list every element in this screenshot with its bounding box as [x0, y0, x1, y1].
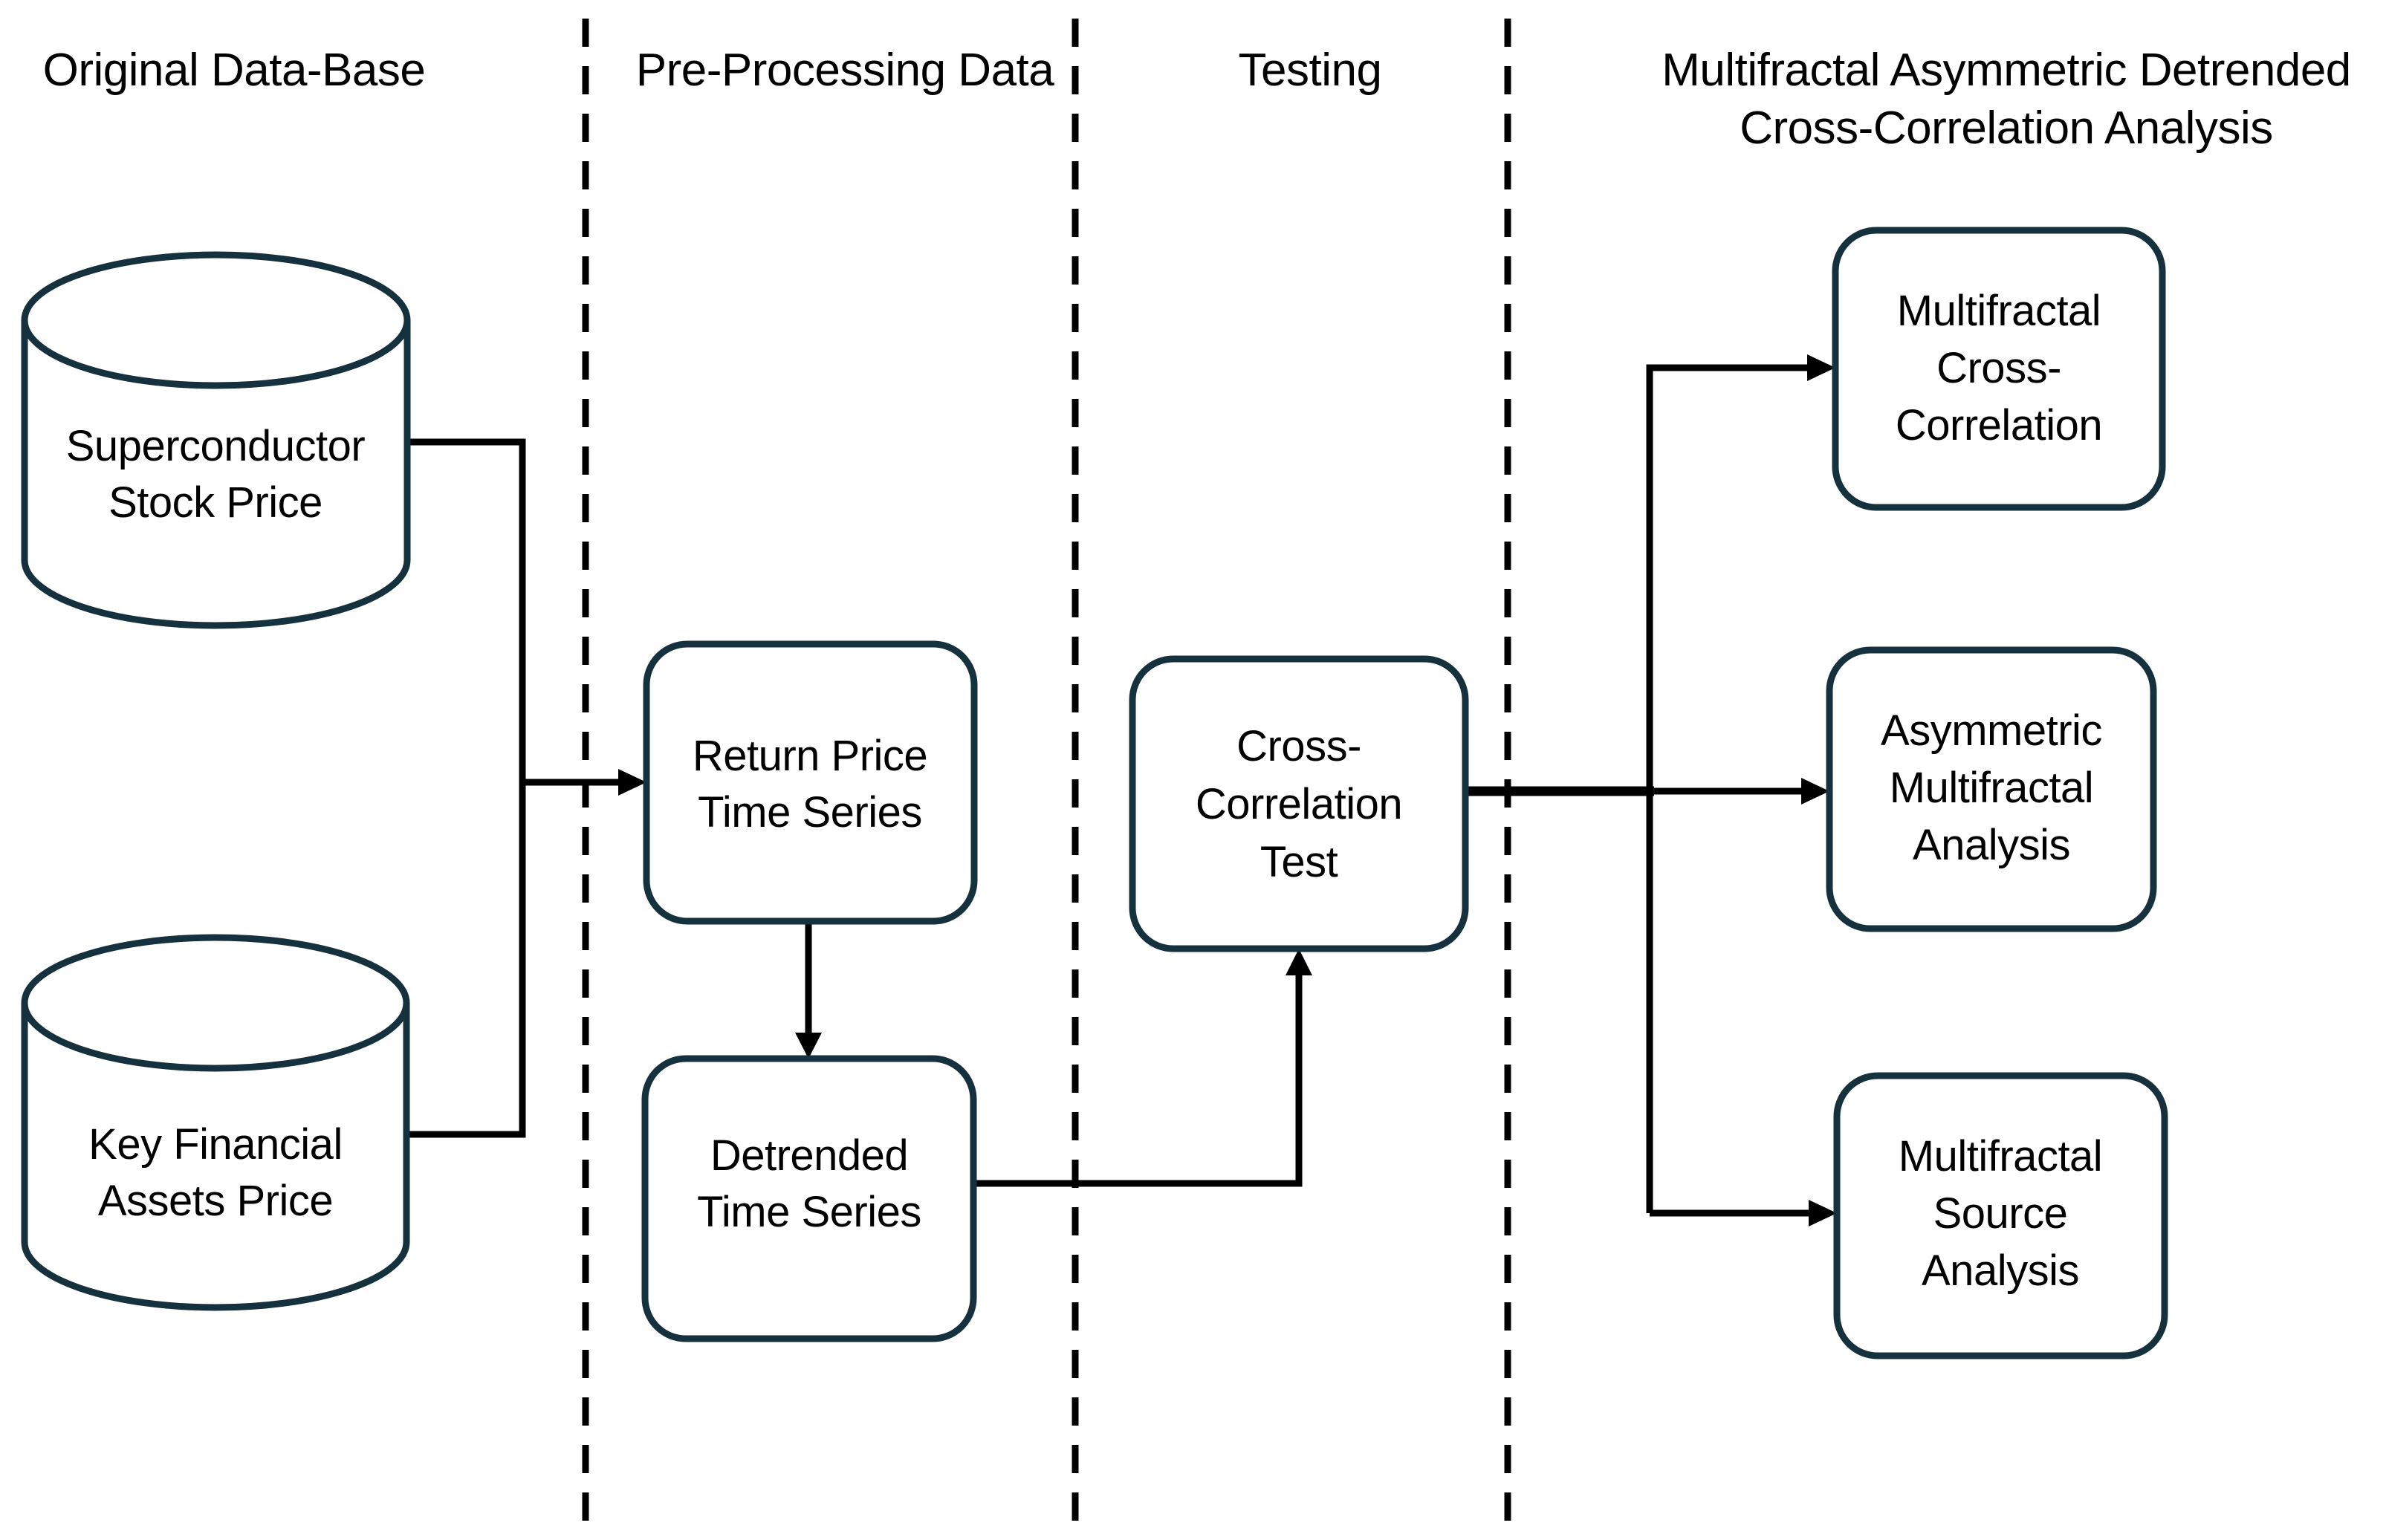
- process-box: [1826, 646, 2157, 932]
- process-box: [643, 640, 978, 925]
- node-detrended-time-series: Detrended Time Series: [641, 1055, 977, 1342]
- lane-title-madcca-line2: Cross-Correlation Analysis: [1740, 103, 2272, 154]
- database-cylinder-top: [21, 934, 410, 1072]
- node-label: Cross-: [1236, 722, 1361, 770]
- node-multifractal-source-analysis: Multifractal Source Analysis: [1833, 1072, 2168, 1359]
- node-label: Assets Price: [98, 1177, 333, 1225]
- node-label: Test: [1260, 838, 1338, 886]
- node-key-financial-assets-price: Key Financial Assets Price: [21, 934, 410, 1311]
- database-cylinder-body: [21, 1003, 410, 1311]
- arrowhead-into-cc-test: [1286, 949, 1312, 975]
- node-label: Detrended: [710, 1131, 908, 1180]
- node-cross-correlation-test: Cross- Correlation Test: [1129, 655, 1469, 952]
- node-asymmetric-multifractal-analysis: Asymmetric Multifractal Analysis: [1826, 646, 2157, 932]
- arrowhead-into-detrended: [795, 1033, 822, 1059]
- node-label: Source: [1933, 1189, 2068, 1238]
- node-label: Analysis: [1922, 1247, 2079, 1295]
- connector-detrended-to-cc-test: [973, 973, 1303, 1187]
- node-label: Multifractal: [1897, 287, 2101, 335]
- node-return-price-time-series: Return Price Time Series: [643, 640, 978, 925]
- arrowhead-into-mf-source-analysis: [1809, 1200, 1837, 1227]
- arrowhead-into-asym-mf-analysis: [1801, 778, 1829, 805]
- lane-title-original-database: Original Data-Base: [43, 45, 426, 96]
- node-label: Cross-: [1936, 344, 2061, 392]
- arrowhead-into-mf-cross-correlation: [1807, 354, 1835, 381]
- node-label: Time Series: [698, 788, 922, 836]
- node-label: Correlation: [1196, 780, 1402, 828]
- database-cylinder-top: [21, 251, 411, 389]
- node-label: Key Financial: [88, 1120, 343, 1169]
- node-label: Asymmetric: [1881, 706, 2102, 755]
- process-box: [1129, 655, 1469, 952]
- node-label: Multifractal: [1899, 1132, 2102, 1180]
- lane-title-testing: Testing: [1239, 45, 1382, 96]
- connector-databases-merge: [406, 438, 526, 1138]
- node-label: Superconductor: [66, 422, 366, 470]
- node-label: Return Price: [693, 732, 927, 780]
- node-label: Time Series: [697, 1188, 921, 1236]
- node-label: Multifractal: [1890, 764, 2093, 812]
- lane-title-preprocessing: Pre-Processing Data: [636, 45, 1055, 96]
- node-label: Stock Price: [108, 478, 322, 527]
- process-box: [1833, 1072, 2168, 1359]
- node-multifractal-cross-correlation: Multifractal Cross- Correlation: [1832, 227, 2166, 511]
- node-label: Correlation: [1896, 401, 2102, 449]
- process-box: [1832, 227, 2166, 511]
- node-superconductor-stock-price: Superconductor Stock Price: [21, 251, 411, 629]
- process-box: [641, 1055, 977, 1342]
- lane-title-madcca-line1: Multifractal Asymmetric Detrended: [1662, 45, 2351, 96]
- database-cylinder-body: [21, 320, 411, 629]
- node-label: Analysis: [1913, 821, 2070, 869]
- arrowhead-into-return-price: [618, 769, 646, 796]
- connector-branch-spine-top: [1646, 364, 1813, 1213]
